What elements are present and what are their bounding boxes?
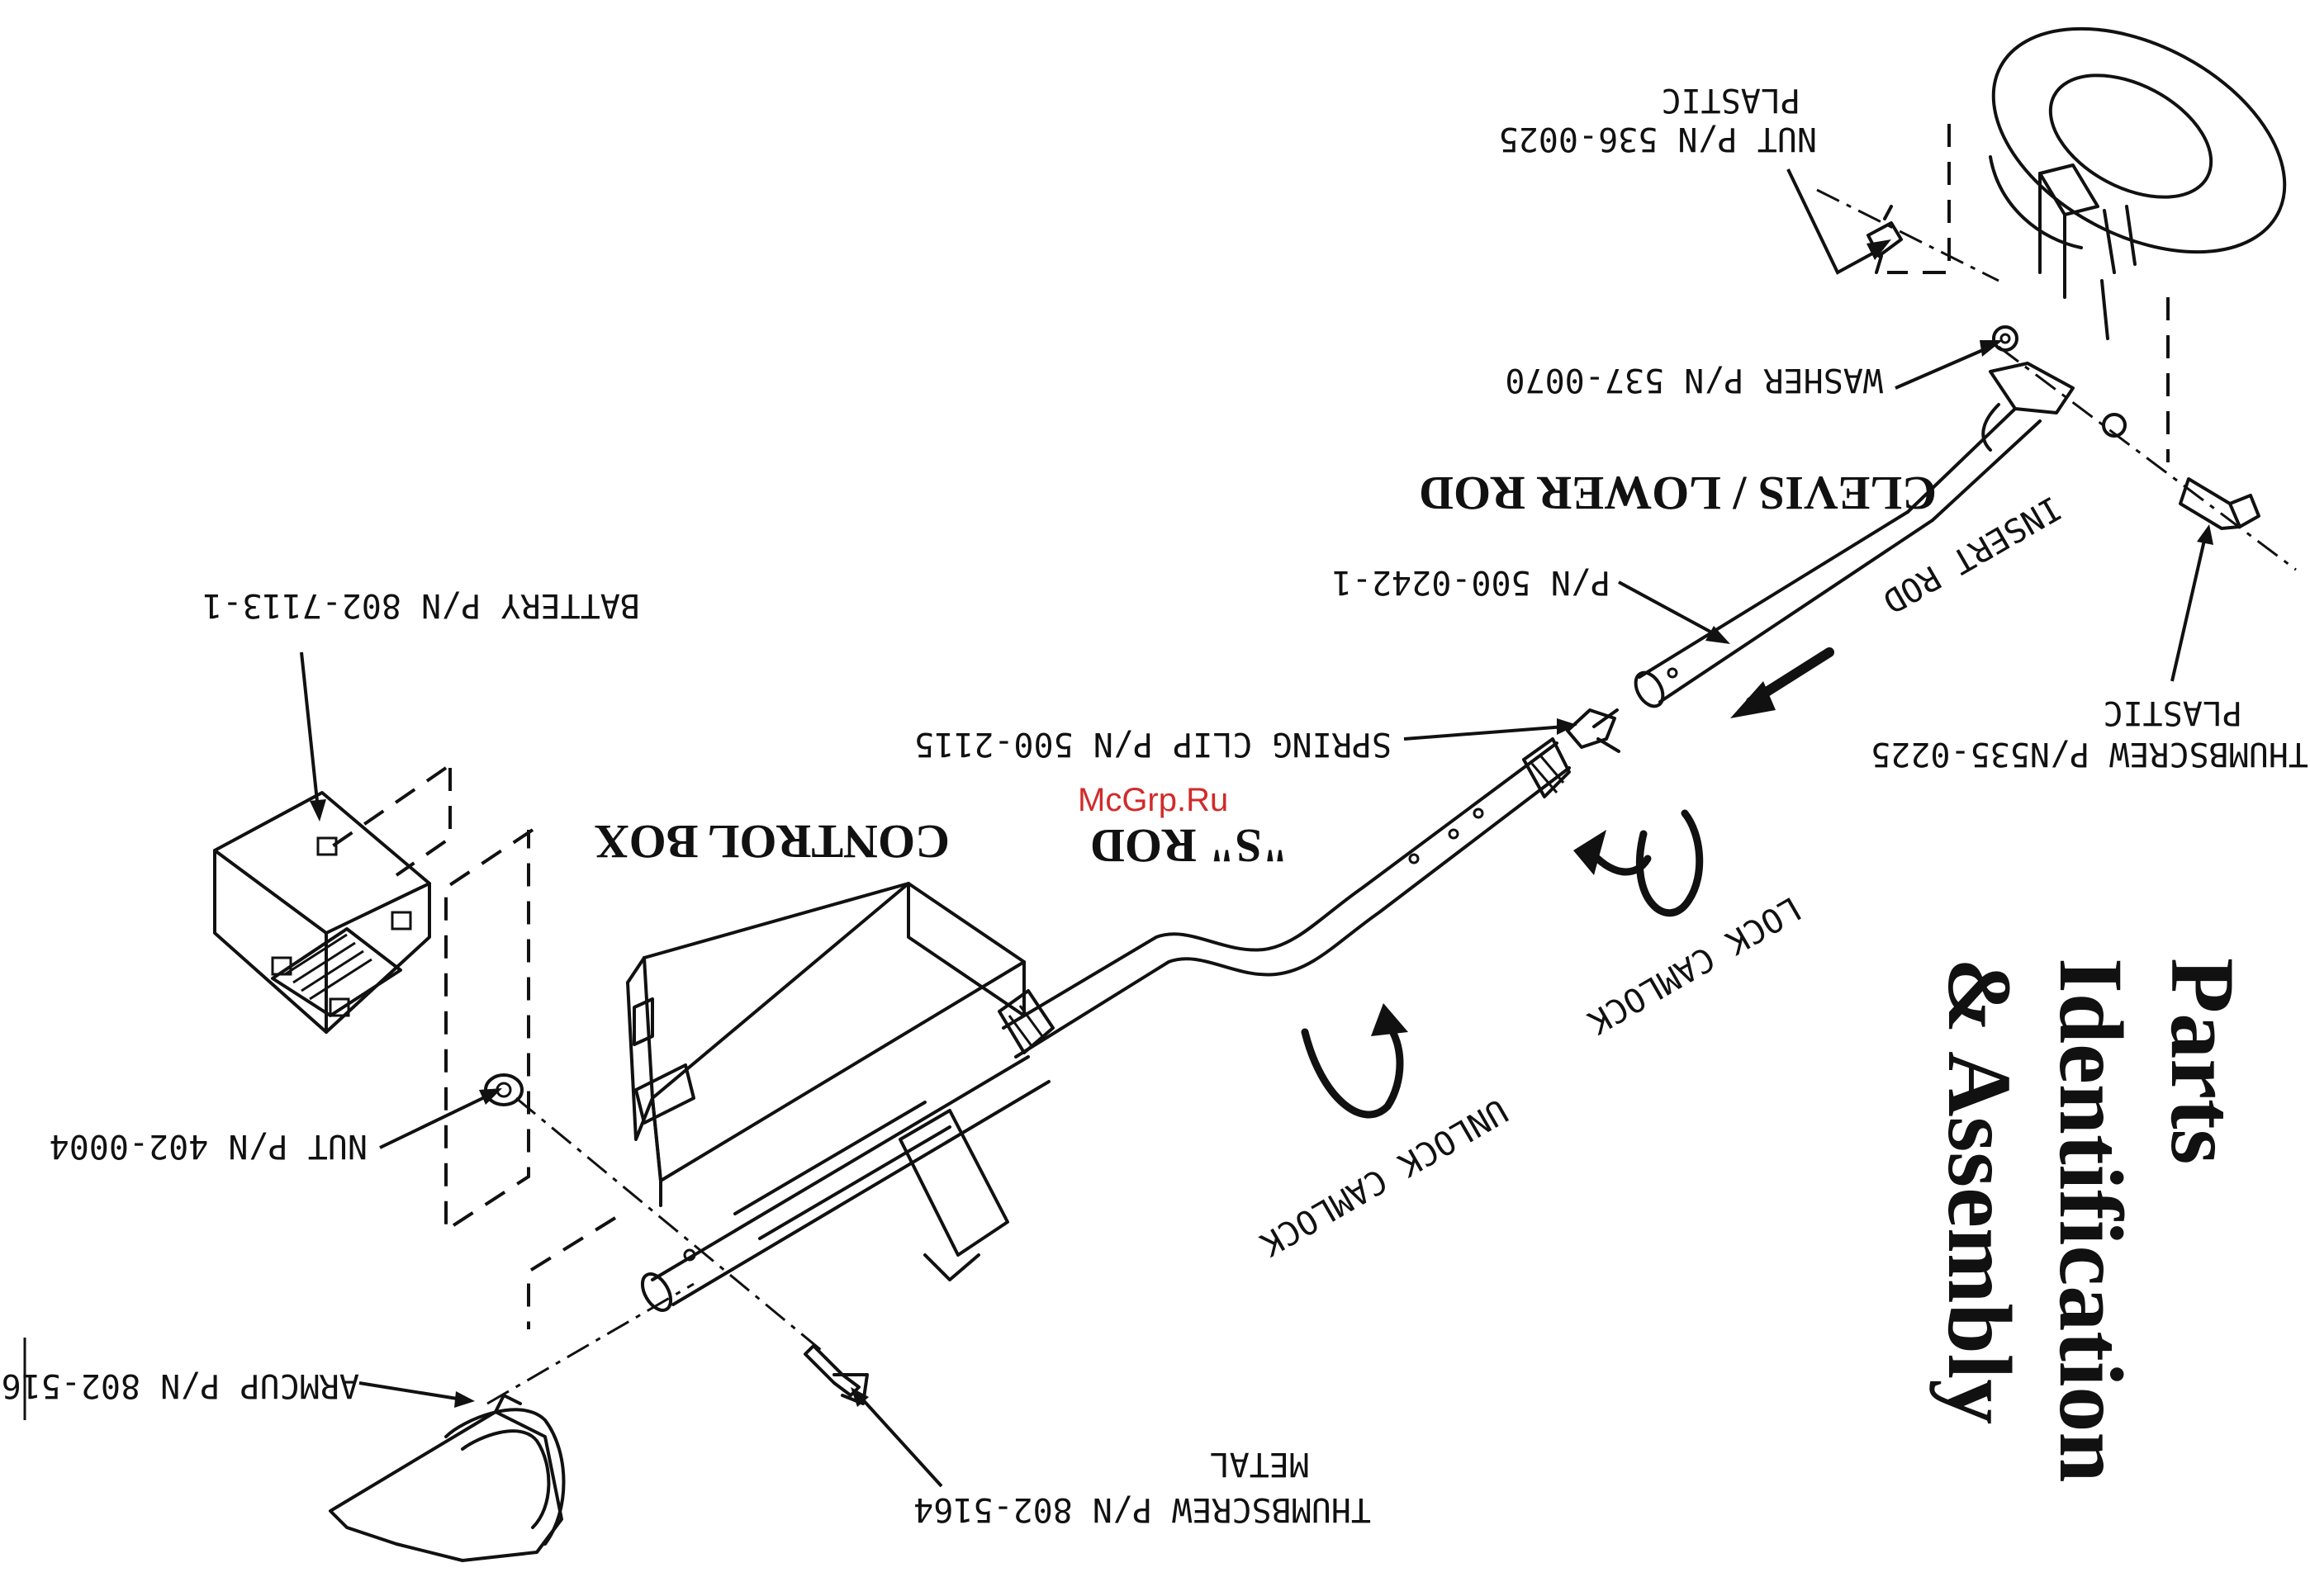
battery-cover-outline xyxy=(444,828,534,1234)
lock-camlock-arrow xyxy=(1573,809,1704,917)
insert-direction-arrow xyxy=(1730,647,1834,718)
search-coil xyxy=(1989,26,2287,340)
clevis-lower-rod-title: CLEVIS / LOWER ROD xyxy=(1419,466,1937,520)
armcup-guide-line xyxy=(527,1216,617,1329)
plastic-thumbscrew xyxy=(2179,477,2260,530)
metal-thumbscrew xyxy=(804,1344,869,1405)
watermark: McGrp.Ru xyxy=(1078,782,1228,818)
washer-label: WASHER P/N 537-0070 xyxy=(1505,361,1883,399)
thumbscrew-plastic-label: THUMBSCREW P/N535-0225 xyxy=(1871,735,2308,773)
thumbscrew-plastic-material: PLASTIC xyxy=(2103,694,2242,732)
battery xyxy=(213,791,431,1034)
control-box xyxy=(626,882,1051,1312)
armcup xyxy=(329,1394,566,1562)
nut-axis-line xyxy=(1816,188,1999,282)
lock-camlock-label: LOCK CAMLOCK xyxy=(1582,888,1807,1040)
battery-label: BATTERY P/N 802-7113-1 xyxy=(202,586,640,624)
battery-guide-line xyxy=(325,766,452,877)
rod-pn-label: P/N 500-0242-1 xyxy=(1332,563,1610,601)
control-box-title: CONTROL BOX xyxy=(595,815,950,869)
title-line-identification: Identification xyxy=(2041,958,2142,1483)
title-line-parts: Parts xyxy=(2152,958,2253,1164)
s-rod xyxy=(998,737,1571,1058)
thumbscrew-axis-line xyxy=(1998,345,2297,571)
plastic-nut xyxy=(1866,205,1903,274)
nut-metal-label: NUT P/N 402-0004 xyxy=(50,1127,368,1165)
clevis-lower-rod xyxy=(1634,362,2075,708)
title-line-assembly: & Assembly xyxy=(1929,958,2030,1424)
nut-plastic-material: PLASTIC xyxy=(1661,81,1800,119)
nut-thumbscrew-axis-line xyxy=(515,1096,827,1356)
spring-clip-label: SPRING CLIP P/N 500-2115 xyxy=(914,725,1392,763)
armcup-axis-line xyxy=(486,1282,695,1405)
coil-guide-line xyxy=(1887,124,1951,274)
thumbscrew-metal-label: THUMBSCREW P/N 802-5164 xyxy=(913,1490,1371,1528)
spring-clip xyxy=(1566,708,1620,753)
s-rod-title: "S" ROD xyxy=(1090,819,1288,873)
washer xyxy=(1992,325,2127,438)
unlock-camlock-arrow xyxy=(1301,1003,1408,1119)
armcup-label: ARMCUP P/N 802-5163 xyxy=(0,1366,359,1404)
unlock-camlock-label: UNLOCK CAMLOCK xyxy=(1254,1091,1514,1262)
main-title: Parts Identification & Assembly xyxy=(1929,958,2253,1483)
leader-lines xyxy=(23,168,2213,1488)
nut-plastic-label: NUT P/N 536-0025 xyxy=(1499,120,1817,158)
thumbscrew-metal-material: METAL xyxy=(1210,1445,1309,1483)
